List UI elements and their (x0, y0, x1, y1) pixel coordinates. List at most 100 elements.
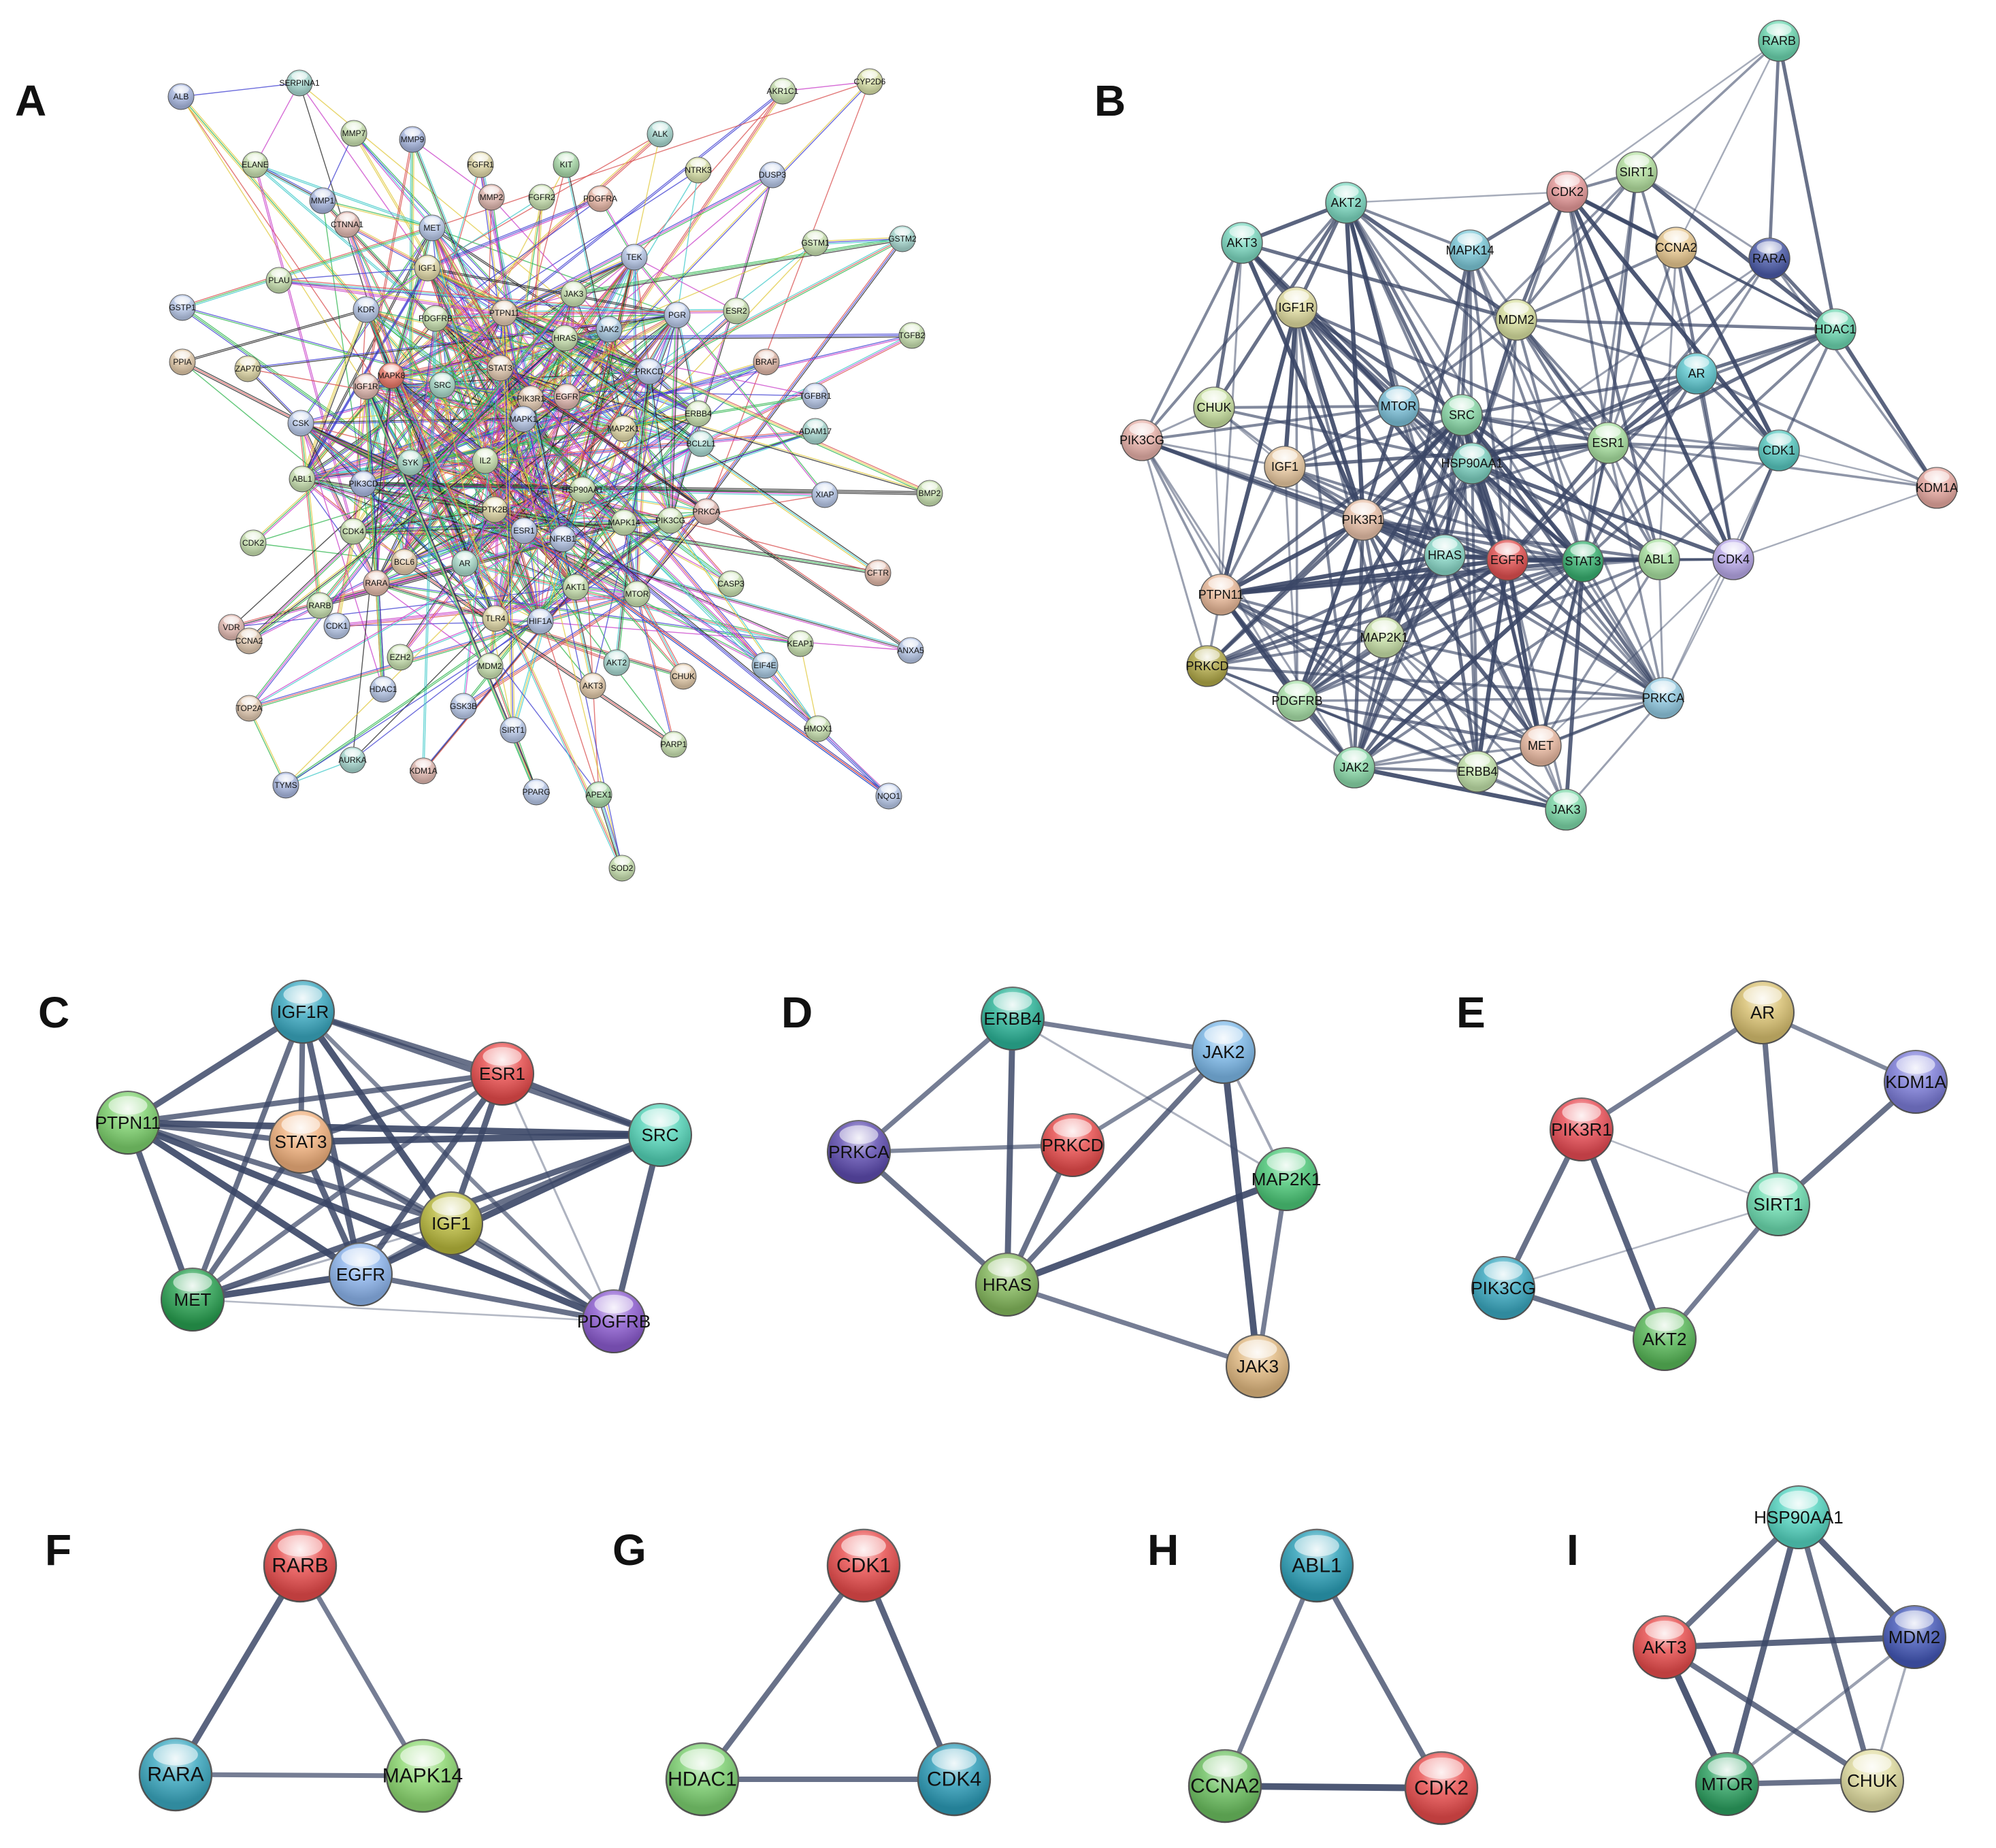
network-edge (1443, 554, 1567, 811)
network-node: CDK2 (1404, 1751, 1479, 1826)
network-node: MAP2K1 (1251, 1146, 1321, 1212)
network-edge (1218, 305, 1299, 597)
network-node: ESR2 (723, 297, 750, 325)
network-edge (278, 267, 428, 281)
node-highlight (894, 227, 911, 236)
network-node: ABL1 (289, 465, 316, 493)
network-node: CDK1 (323, 612, 350, 640)
network-edge (1219, 593, 1543, 748)
network-edge (191, 1222, 453, 1301)
network-edge (1352, 461, 1474, 770)
network-edge (1205, 636, 1386, 668)
node-label: PIK3CG (655, 516, 685, 525)
network-edge (1724, 1514, 1802, 1787)
node-label: PIK3CD (348, 479, 378, 489)
network-edge (1294, 306, 1464, 417)
node-label: HMOX1 (804, 724, 833, 733)
network-edge (335, 483, 363, 626)
node-highlight (594, 1294, 634, 1314)
network-node: AKT2 (1325, 182, 1367, 224)
network-node: TGFB2 (898, 322, 926, 349)
network-edge (1695, 257, 1771, 375)
node-highlight (555, 527, 571, 536)
node-label: PIK3R1 (1551, 1119, 1612, 1140)
network-node: CHUK (1193, 386, 1235, 429)
network-edge (365, 169, 699, 387)
network-edge (400, 315, 678, 659)
node-highlight (455, 695, 472, 704)
network-node: PIK3R1 (1549, 1097, 1614, 1162)
network-node: MET (1520, 725, 1562, 767)
network-edge (353, 238, 903, 532)
node-highlight (817, 483, 833, 492)
network-edge (366, 309, 538, 792)
node-highlight (862, 70, 878, 79)
node-label: PDGFRB (419, 314, 453, 323)
network-edge (1581, 559, 1665, 700)
node-highlight (515, 408, 531, 416)
network-edge (565, 336, 913, 340)
network-node: KDM1A (1916, 467, 1958, 509)
network-edge (1658, 558, 1665, 699)
network-edge (1777, 39, 1837, 331)
network-edge (670, 175, 774, 521)
node-label: SIRT1 (502, 725, 525, 735)
network-edge (1294, 305, 1366, 523)
network-edge (1294, 306, 1447, 557)
node-highlight (1595, 425, 1621, 438)
network-edge (1141, 439, 1222, 596)
network-node: PTPN11 (1198, 574, 1243, 616)
network-edge (1222, 1563, 1320, 1789)
node-label: PDGFRB (577, 1311, 651, 1332)
network-edge (635, 237, 902, 594)
panel-g-letter: G (612, 1525, 647, 1574)
node-label: JAK3 (1551, 803, 1580, 816)
node-highlight (400, 1745, 445, 1767)
node-label: SRC (433, 380, 451, 390)
network-node: CDK1 (826, 1528, 901, 1603)
network-edge (182, 308, 366, 362)
network-edge (633, 257, 825, 496)
network-node: TLR4 (482, 605, 509, 632)
network-node: SYK (397, 449, 424, 476)
node-label: MMP1 (311, 196, 335, 205)
node-label: AURKA (338, 755, 366, 765)
network-edge (125, 1119, 617, 1325)
network-node: PTPN11 (489, 299, 520, 327)
node-highlight (1294, 1534, 1339, 1557)
node-label: PIK3CG (1119, 433, 1164, 447)
node-label: SIRT1 (1753, 1194, 1803, 1215)
network-edge (363, 384, 443, 484)
network-node: AKT2 (603, 649, 630, 676)
network-edge (1004, 1176, 1290, 1288)
network-edge (365, 139, 412, 386)
node-label: ESR2 (725, 306, 747, 316)
network-edge (540, 521, 672, 623)
network-node: HRAS (975, 1252, 1040, 1317)
network-edge (323, 199, 433, 228)
node-label: VDR (223, 623, 240, 632)
network-node: CYP2D6 (854, 68, 886, 95)
network-node: ESR1 (470, 1041, 535, 1106)
network-edge (648, 372, 670, 521)
network-edge (494, 509, 674, 745)
network-edge (389, 376, 575, 589)
node-highlight (341, 1247, 380, 1267)
node-label: PRKCA (1642, 691, 1684, 705)
network-edge (173, 1772, 425, 1779)
node-highlight (690, 159, 706, 167)
network-edge (1443, 553, 1479, 774)
node-label: GSTP1 (169, 303, 196, 312)
network-edge (300, 308, 365, 479)
network-edge (1514, 318, 1837, 331)
network-edge (301, 478, 911, 651)
node-label: MMP9 (401, 135, 425, 144)
network-edge (412, 139, 492, 198)
node-highlight (396, 550, 412, 559)
network-edge (392, 135, 661, 378)
network-edge (247, 336, 564, 640)
node-label: RARA (1752, 252, 1786, 265)
